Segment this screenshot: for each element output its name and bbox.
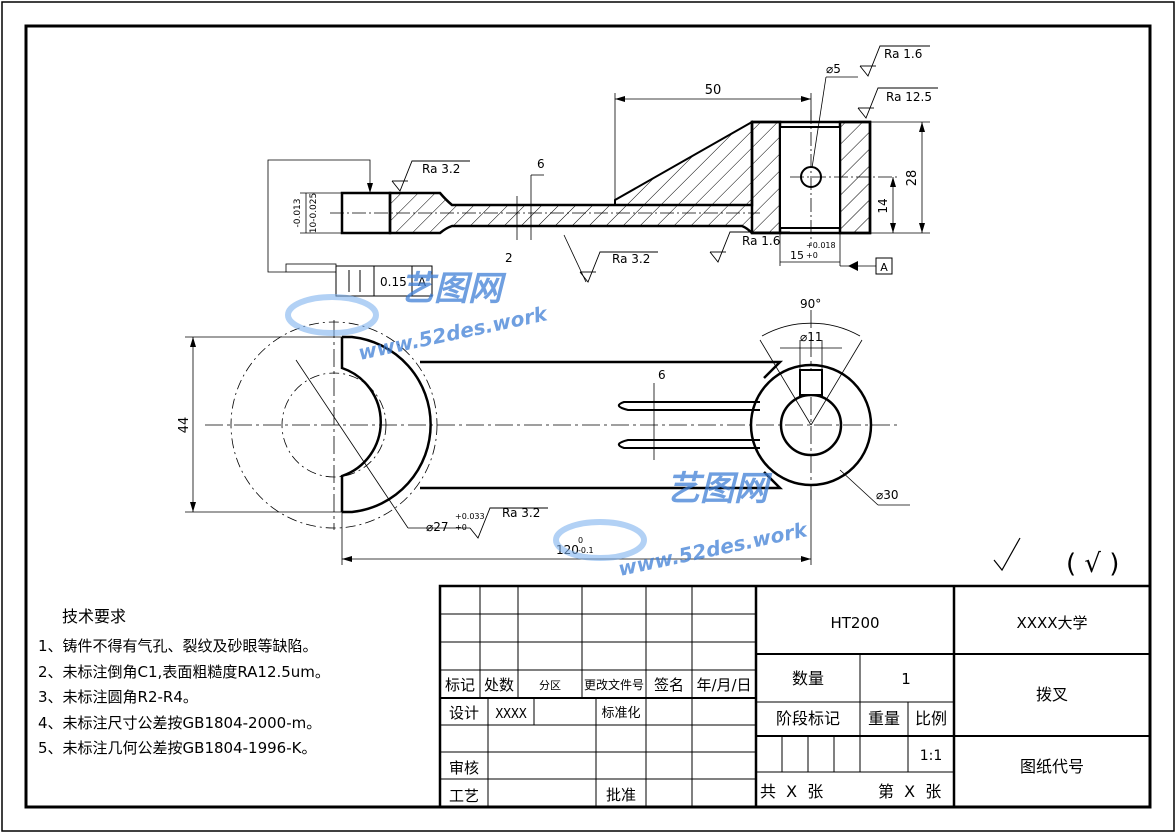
tb-stage: 阶段标记 — [776, 709, 840, 728]
dim-90deg: 90° — [800, 297, 821, 311]
general-roughness: ( √ ) — [1066, 549, 1119, 579]
tb-weight: 重量 — [868, 709, 900, 728]
tech-item: 2、未标注倒角C1,表面粗糙度RA12.5um。 — [38, 663, 330, 681]
dim-phi27: ⌀27 — [426, 520, 449, 534]
svg-text:Ra 1.6: Ra 1.6 — [742, 234, 780, 248]
svg-text:Ra 12.5: Ra 12.5 — [886, 90, 932, 104]
dim-phi27-tol-lower: +0 — [455, 523, 467, 532]
svg-text:Ra 1.6: Ra 1.6 — [884, 47, 922, 61]
roughness-ra32-left: Ra 3.2 — [391, 160, 470, 192]
tol-upper-left: -0.013 — [293, 198, 303, 227]
dim-28: 28 — [905, 170, 920, 187]
title-block-text: 标记 处数 分区 更改文件号 签名 年/月/日 设计 XXXX 标准化 审核 工… — [445, 614, 1088, 805]
tb-zone: 分区 — [539, 679, 561, 692]
tb-mark: 标记 — [445, 676, 475, 694]
general-roughness-mark — [993, 537, 1021, 572]
watermark-2: 艺图网 www.52des.work — [553, 469, 811, 581]
tb-sheet-no: 第 X 张 — [878, 782, 941, 801]
watermark-1: 艺图网 www.52des.work — [285, 269, 551, 365]
datum-a: A — [880, 261, 888, 274]
tb-designer: XXXX — [495, 707, 526, 722]
dim-phi30: ⌀30 — [876, 488, 899, 502]
watermark-brand-1: 艺图网 — [400, 269, 507, 309]
watermark-url-2: www.52des.work — [616, 517, 811, 581]
tb-drawing-code: 图纸代号 — [1020, 757, 1084, 776]
tb-design: 设计 — [449, 704, 479, 722]
watermark-url-1: www.52des.work — [356, 301, 551, 365]
dim-6-top: 6 — [537, 157, 545, 171]
tb-qty-label: 数量 — [792, 669, 824, 688]
dim-phi11: ⌀11 — [800, 330, 823, 344]
tb-process: 工艺 — [449, 787, 479, 805]
dim-15-tol-lower: +0 — [806, 251, 818, 260]
tb-material: HT200 — [830, 614, 879, 632]
svg-text:Ra 3.2: Ra 3.2 — [612, 252, 650, 266]
tb-doc: 更改文件号 — [584, 677, 644, 692]
tech-item: 3、未标注圆角R2-R4。 — [38, 688, 198, 706]
tb-ratio: 比例 — [915, 709, 947, 728]
rib — [614, 120, 753, 206]
tol-frame-value: 0.15 — [380, 275, 407, 289]
tb-qty-value: 1 — [901, 670, 911, 688]
dim-50: 50 — [705, 83, 722, 98]
tb-approve: 批准 — [606, 786, 636, 804]
dim-14: 14 — [876, 198, 890, 213]
roughness-ra32-mid: Ra 3.2 — [563, 234, 658, 283]
tb-standard: 标准化 — [601, 706, 640, 721]
tb-part-name: 拨叉 — [1036, 685, 1068, 704]
hub-right-wall — [838, 120, 872, 235]
dim-2: 2 — [505, 251, 513, 265]
tol-frame-datum: A — [418, 275, 427, 289]
svg-text:Ra 3.2: Ra 3.2 — [502, 506, 540, 520]
dim-15: 15 — [790, 249, 804, 262]
dim-phi5: ⌀5 — [826, 62, 841, 76]
tb-scale: 1:1 — [920, 748, 943, 764]
dim-phi27-tol-upper: +0.033 — [455, 512, 485, 521]
tech-requirements: 技术要求 1、铸件不得有气孔、裂纹及砂眼等缺陷。 2、未标注倒角C1,表面粗糙度… — [38, 607, 330, 757]
tech-item: 4、未标注尺寸公差按GB1804-2000-m。 — [38, 714, 321, 732]
tb-count: 处数 — [484, 676, 514, 694]
roughness-ra16-top: Ra 1.6 — [859, 45, 930, 77]
dim-44: 44 — [177, 417, 192, 434]
roughness-ra32-bottom: Ra 3.2 — [469, 506, 548, 539]
tb-date: 年/月/日 — [696, 676, 751, 694]
title-block — [438, 584, 1152, 809]
watermark-brand-2: 艺图网 — [666, 469, 773, 509]
roughness-ra125: Ra 12.5 — [857, 87, 938, 119]
tb-review: 审核 — [449, 759, 479, 777]
tol-lower-left: 10-0.025 — [309, 193, 319, 233]
roughness-ra16-mid: Ra 1.6 — [709, 231, 790, 263]
tb-sheets: 共 X 张 — [760, 782, 823, 801]
dim-120-tol-upper: 0 — [578, 536, 583, 545]
tb-school: XXXX大学 — [1016, 614, 1087, 632]
dim-15-tol-upper: +0.018 — [806, 241, 836, 250]
tech-item: 5、未标注几何公差按GB1804-1996-K。 — [38, 739, 316, 757]
dim-120-tol-lower: -0.1 — [578, 546, 594, 555]
front-view: 50 28 14 15 +0.018 +0 A 6 2 -0.013 10-0.… — [267, 45, 938, 297]
dim-6-bottom: 6 — [658, 368, 666, 382]
tech-title: 技术要求 — [62, 607, 126, 626]
tb-sign: 签名 — [654, 676, 684, 694]
svg-text:Ra 3.2: Ra 3.2 — [422, 162, 460, 176]
tech-item: 1、铸件不得有气孔、裂纹及砂眼等缺陷。 — [38, 637, 318, 655]
top-view: 44 6 90° ⌀11 ⌀30 ⌀27 +0.033 +0 Ra 3.2 12… — [177, 297, 910, 565]
